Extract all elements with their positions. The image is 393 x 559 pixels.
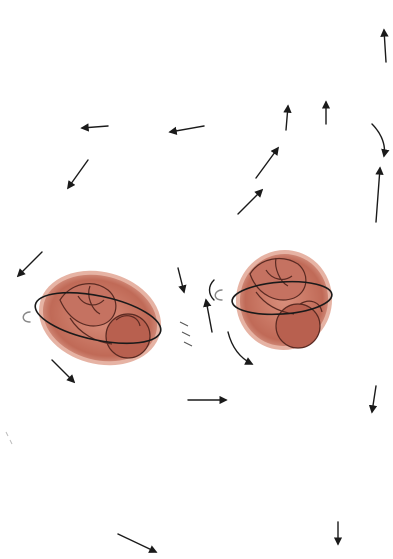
arrow-lower-curve	[228, 332, 252, 364]
left-face-outline	[88, 52, 120, 118]
left-back-ticks	[180, 322, 192, 346]
arrow-belly-front	[18, 252, 42, 276]
arrow-hip-down	[372, 386, 376, 412]
left-belly-nub	[23, 312, 30, 322]
arrow-spine-up	[376, 168, 380, 222]
arrow-back-side	[178, 268, 184, 292]
right-pregnant-figure	[215, 11, 383, 559]
arrow-belly-up	[238, 190, 262, 214]
arrow-top-up	[384, 30, 386, 62]
left-arm-outline	[132, 141, 170, 300]
arrow-foot	[118, 534, 156, 552]
arrow-neck	[170, 126, 204, 132]
arrow-head-back	[82, 126, 108, 128]
arrow-belly-side-up	[206, 300, 212, 332]
right-face-outline	[272, 48, 302, 104]
arrow-chest-up	[256, 148, 278, 178]
right-head-outline	[271, 11, 371, 105]
arrow-side-swirl	[210, 280, 215, 300]
arrow-face-up	[286, 106, 288, 130]
arrow-back-curve	[372, 124, 385, 156]
arrow-chest-down	[68, 160, 88, 188]
right-back-outline	[338, 104, 383, 559]
arrow-lower-belly	[52, 360, 74, 382]
left-edge-marks	[6, 432, 12, 444]
right-belly-nub	[215, 290, 222, 300]
left-pregnant-figure	[23, 13, 200, 559]
left-head-outline	[87, 13, 188, 116]
